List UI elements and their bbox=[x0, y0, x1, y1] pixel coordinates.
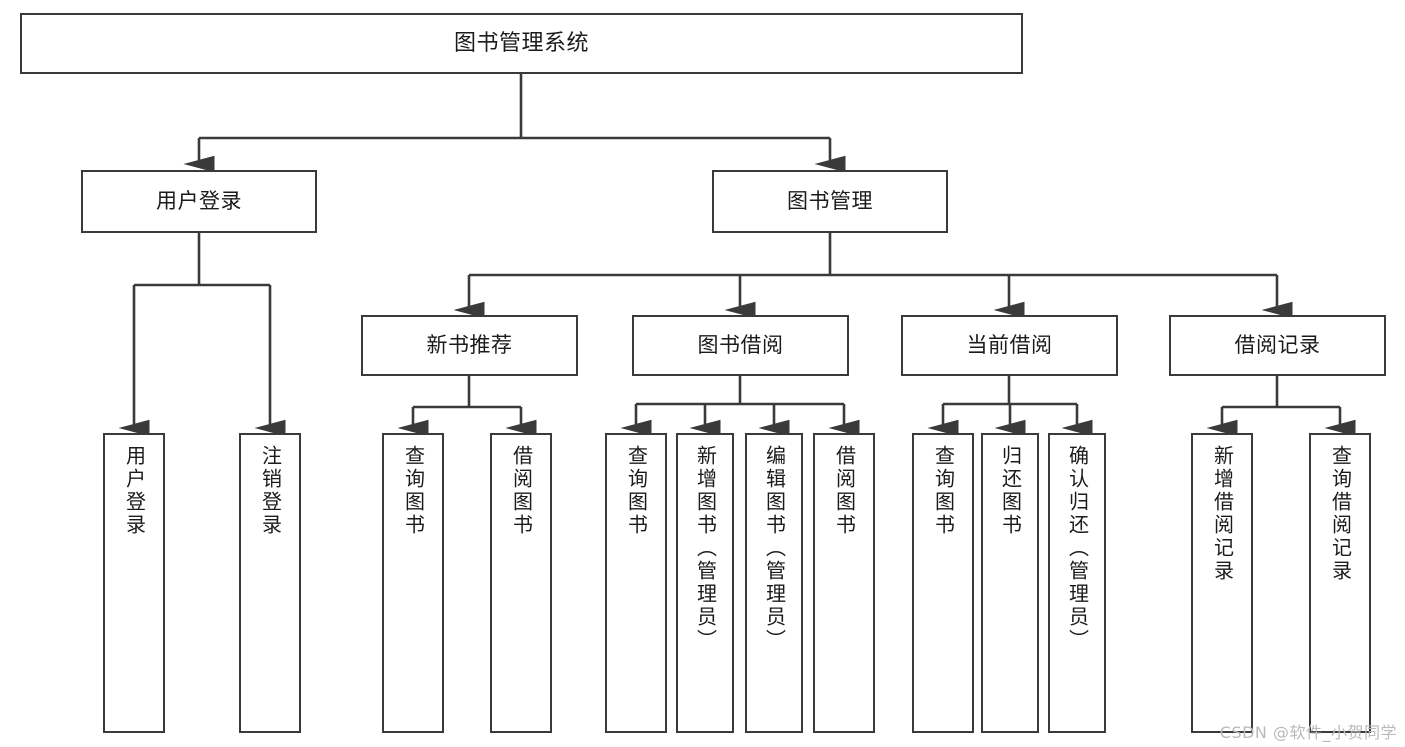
csdn-watermark: CSDN @软件_小贺同学 bbox=[1219, 723, 1397, 742]
leaf-borrow-add-book-admin[interactable]: 新增图书（管理员） bbox=[676, 433, 734, 733]
node-label: 新书推荐 bbox=[426, 333, 513, 358]
node-label: 图书管理系统 bbox=[453, 30, 589, 56]
leaf-recommend-query-book[interactable]: 查询图书 bbox=[382, 433, 444, 733]
node-new-book-recommend[interactable]: 新书推荐 bbox=[361, 315, 578, 376]
node-label: 图书借阅 bbox=[697, 333, 784, 358]
node-user-login[interactable]: 用户登录 bbox=[81, 170, 317, 233]
node-label: 注销登录 bbox=[258, 445, 283, 537]
leaf-borrow-edit-book-admin[interactable]: 编辑图书（管理员） bbox=[745, 433, 803, 733]
node-label: 新增借阅记录 bbox=[1210, 445, 1235, 583]
node-label: 查询图书 bbox=[624, 445, 649, 537]
node-label: 编辑图书（管理员） bbox=[762, 445, 787, 652]
node-label: 图书管理 bbox=[787, 189, 873, 214]
node-label: 查询图书 bbox=[401, 445, 426, 537]
node-label: 借阅记录 bbox=[1234, 333, 1321, 358]
node-label: 查询借阅记录 bbox=[1328, 445, 1353, 583]
leaf-user-login-login[interactable]: 用户登录 bbox=[103, 433, 165, 733]
leaf-current-return-book[interactable]: 归还图书 bbox=[981, 433, 1039, 733]
leaf-record-query-record[interactable]: 查询借阅记录 bbox=[1309, 433, 1371, 733]
node-label: 确认归还（管理员） bbox=[1065, 445, 1090, 652]
node-book-borrow[interactable]: 图书借阅 bbox=[632, 315, 849, 376]
node-book-management[interactable]: 图书管理 bbox=[712, 170, 948, 233]
node-label: 新增图书（管理员） bbox=[693, 445, 718, 652]
leaf-current-confirm-return-admin[interactable]: 确认归还（管理员） bbox=[1048, 433, 1106, 733]
leaf-current-query-book[interactable]: 查询图书 bbox=[912, 433, 974, 733]
node-current-borrow[interactable]: 当前借阅 bbox=[901, 315, 1118, 376]
node-label: 用户登录 bbox=[156, 189, 242, 214]
node-root-system[interactable]: 图书管理系统 bbox=[20, 13, 1023, 74]
node-label: 归还图书 bbox=[998, 445, 1023, 537]
leaf-borrow-borrow-book[interactable]: 借阅图书 bbox=[813, 433, 875, 733]
leaf-record-add-record[interactable]: 新增借阅记录 bbox=[1191, 433, 1253, 733]
node-label: 用户登录 bbox=[122, 445, 147, 537]
node-label: 当前借阅 bbox=[966, 333, 1053, 358]
node-label: 借阅图书 bbox=[832, 445, 857, 537]
node-label: 借阅图书 bbox=[509, 445, 534, 537]
node-label: 查询图书 bbox=[931, 445, 956, 537]
leaf-borrow-query-book[interactable]: 查询图书 bbox=[605, 433, 667, 733]
leaf-user-login-logout[interactable]: 注销登录 bbox=[239, 433, 301, 733]
leaf-recommend-borrow-book[interactable]: 借阅图书 bbox=[490, 433, 552, 733]
node-borrow-record[interactable]: 借阅记录 bbox=[1169, 315, 1386, 376]
